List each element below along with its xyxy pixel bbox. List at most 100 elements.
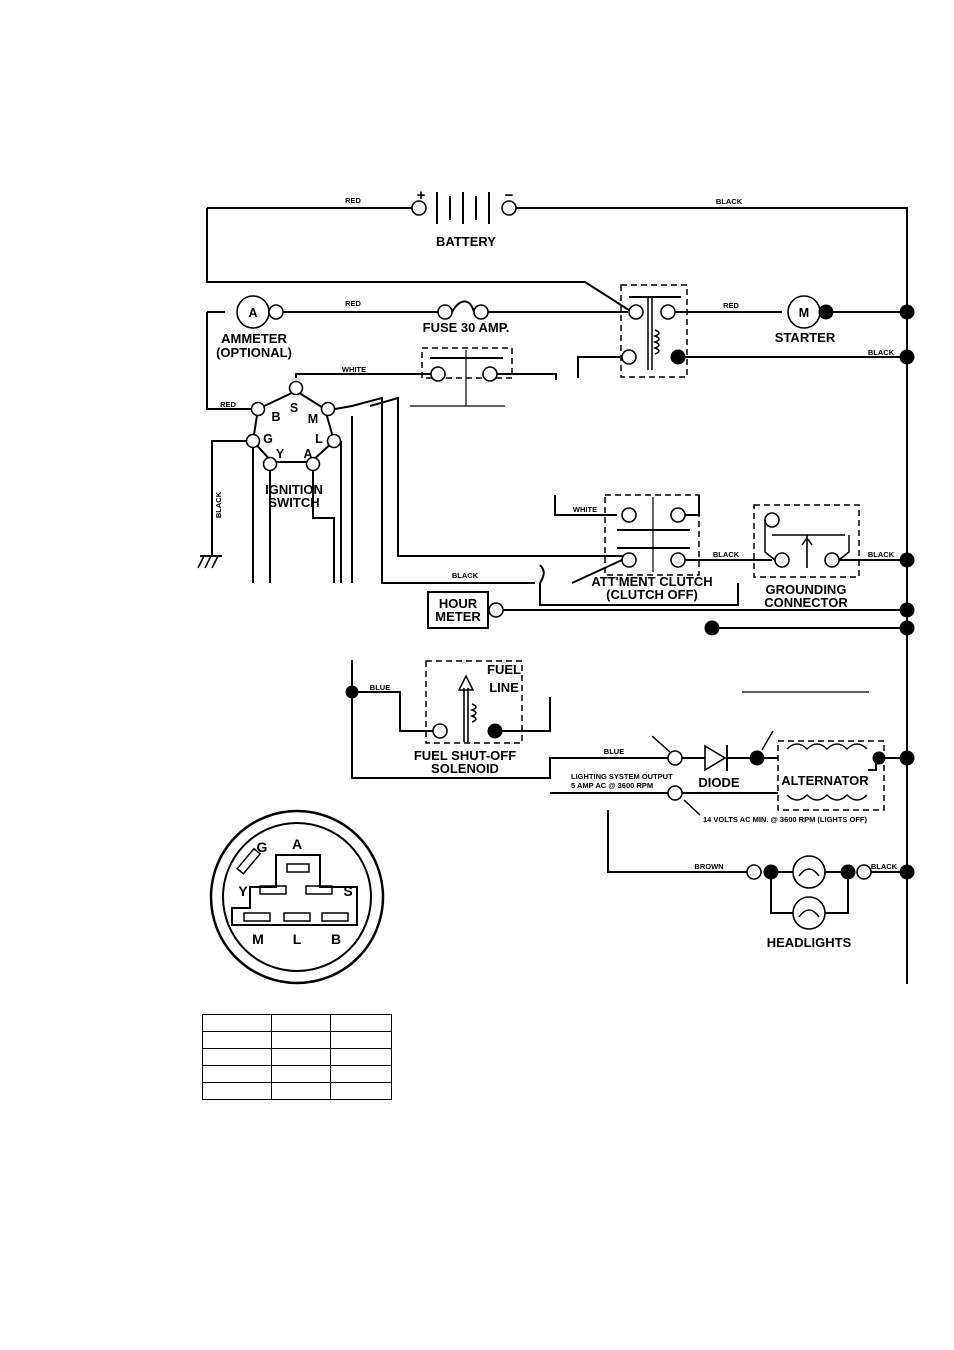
ground-bus-node xyxy=(899,349,915,365)
ground-bus-node xyxy=(899,552,915,568)
ignition-terminal-l: L xyxy=(315,432,323,446)
ground-bus-node xyxy=(899,750,915,766)
fuel-solenoid: FUEL LINE FUEL SHUT-OFF SOLENOID xyxy=(414,660,523,776)
terminal-table xyxy=(202,1014,392,1100)
wire-label-black-ground: BLACK xyxy=(214,491,223,518)
grounding-connector: GROUNDING CONNECTOR xyxy=(753,504,860,610)
battery-plus: + xyxy=(417,187,426,204)
ground-bus-node xyxy=(899,602,915,618)
starter-label: STARTER xyxy=(775,330,836,345)
table-cell xyxy=(271,1048,331,1066)
diode-label: DIODE xyxy=(698,775,740,790)
table-cell xyxy=(330,1048,392,1066)
wire-label-red-battery: RED xyxy=(345,196,361,205)
wire-label-black-headlights: BLACK xyxy=(871,862,898,871)
wire-label-black-grounding: BLACK xyxy=(868,550,895,559)
hour-meter: HOUR METER xyxy=(427,591,504,629)
wire-label-brown: BROWN xyxy=(694,862,723,871)
plug-pin-a: A xyxy=(292,836,302,852)
ammeter: A AMMETER (OPTIONAL) xyxy=(216,295,292,360)
fuel-label: FUEL xyxy=(487,662,521,677)
ignition-terminal-a: A xyxy=(303,447,312,461)
wire-label-black-battery: BLACK xyxy=(716,197,743,206)
diode: DIODE xyxy=(651,730,774,790)
table-row xyxy=(202,1014,392,1032)
ignition-switch-label: SWITCH xyxy=(268,495,319,510)
plug-pin-m: M xyxy=(252,931,264,947)
table-cell xyxy=(202,1031,272,1049)
ignition-terminal-m: M xyxy=(308,412,318,426)
fuel-shutoff-label: FUEL SHUT-OFF xyxy=(414,748,516,763)
ammeter-label: AMMETER xyxy=(221,331,287,346)
table-row xyxy=(202,1082,392,1100)
wire-label-black-clutch: BLACK xyxy=(452,571,479,580)
table-cell xyxy=(330,1065,392,1083)
fuel-line-label: LINE xyxy=(489,680,519,695)
ground-symbol xyxy=(197,555,222,569)
white-safety-switch xyxy=(410,347,513,407)
starter-solenoid xyxy=(620,284,688,378)
battery-minus: − xyxy=(505,187,514,204)
hour-label: HOUR xyxy=(439,596,478,611)
ignition-label: IGNITION xyxy=(265,482,323,497)
plug-pin-y: Y xyxy=(238,883,248,899)
wire-label-red-ammeter: RED xyxy=(345,299,361,308)
plug-pin-b: B xyxy=(331,931,341,947)
table-cell xyxy=(330,1031,392,1049)
ground-bus-node xyxy=(899,304,915,320)
lighting-output-terminal xyxy=(667,785,683,801)
plug-pin-g: G xyxy=(257,839,268,855)
table-row xyxy=(202,1031,392,1049)
alternator-label: ALTERNATOR xyxy=(781,773,869,788)
table-cell xyxy=(202,1048,272,1066)
plug-pin-l: L xyxy=(293,931,302,947)
plug-pin-s: S xyxy=(343,883,352,899)
wire-label-blue-diode: BLUE xyxy=(604,747,624,756)
wire-label-red-starter: RED xyxy=(723,301,739,310)
table-cell xyxy=(271,1065,331,1083)
solenoid-label: SOLENOID xyxy=(431,761,499,776)
ignition-terminal-g: G xyxy=(263,432,273,446)
ammeter-optional-label: (OPTIONAL) xyxy=(216,345,292,360)
wire-label-black-clutch-out: BLACK xyxy=(713,550,740,559)
junction-node xyxy=(704,620,720,636)
lighting-output-label: LIGHTING SYSTEM OUTPUT xyxy=(571,772,673,781)
attment-clutch-label: ATT'MENT CLUTCH xyxy=(591,574,712,589)
table-row xyxy=(202,1048,392,1066)
battery: + − BATTERY xyxy=(207,187,908,984)
lighting-rating-label: 5 AMP AC @ 3600 RPM xyxy=(571,781,653,790)
grounding-label: GROUNDING xyxy=(766,582,847,597)
wire-label-black-solenoid: BLACK xyxy=(868,348,895,357)
attachment-clutch-switch: WHITE ATT'MENT CLUTCH (CLUTCH OFF) xyxy=(554,494,713,602)
volts-note-label: 14 VOLTS AC MIN. @ 3600 RPM (LIGHTS OFF) xyxy=(703,815,867,824)
table-cell xyxy=(202,1082,272,1100)
table-cell xyxy=(202,1014,272,1032)
connector-label: CONNECTOR xyxy=(764,595,848,610)
wire-label-white-clutch: WHITE xyxy=(573,505,597,514)
clutch-off-label: (CLUTCH OFF) xyxy=(606,587,698,602)
starter-symbol: M xyxy=(799,306,809,320)
table-cell xyxy=(202,1065,272,1083)
ignition-terminal-s: S xyxy=(290,401,298,415)
headlights: HEADLIGHTS xyxy=(746,855,872,950)
ignition-plug-diagram: G A Y S M L B xyxy=(209,809,385,985)
starter-motor: M STARTER xyxy=(775,295,836,345)
wire-label-red-ignition: RED xyxy=(220,400,236,409)
ground-bus-node xyxy=(899,864,915,880)
table-cell xyxy=(330,1082,392,1100)
table-cell xyxy=(330,1014,392,1032)
fuse-label: FUSE 30 AMP. xyxy=(423,320,510,335)
ammeter-symbol: A xyxy=(248,306,257,320)
table-row xyxy=(202,1065,392,1083)
meter-label: METER xyxy=(435,609,481,624)
ground-bus-node xyxy=(899,620,915,636)
alternator: ALTERNATOR xyxy=(764,740,907,811)
wire-label-blue-fuel: BLUE xyxy=(370,683,390,692)
fuse: FUSE 30 AMP. xyxy=(423,300,510,335)
ignition-terminal-y: Y xyxy=(276,447,285,461)
ignition-terminal-b: B xyxy=(271,410,280,424)
junction-node xyxy=(872,751,886,765)
headlights-label: HEADLIGHTS xyxy=(767,935,852,950)
table-cell xyxy=(271,1082,331,1100)
